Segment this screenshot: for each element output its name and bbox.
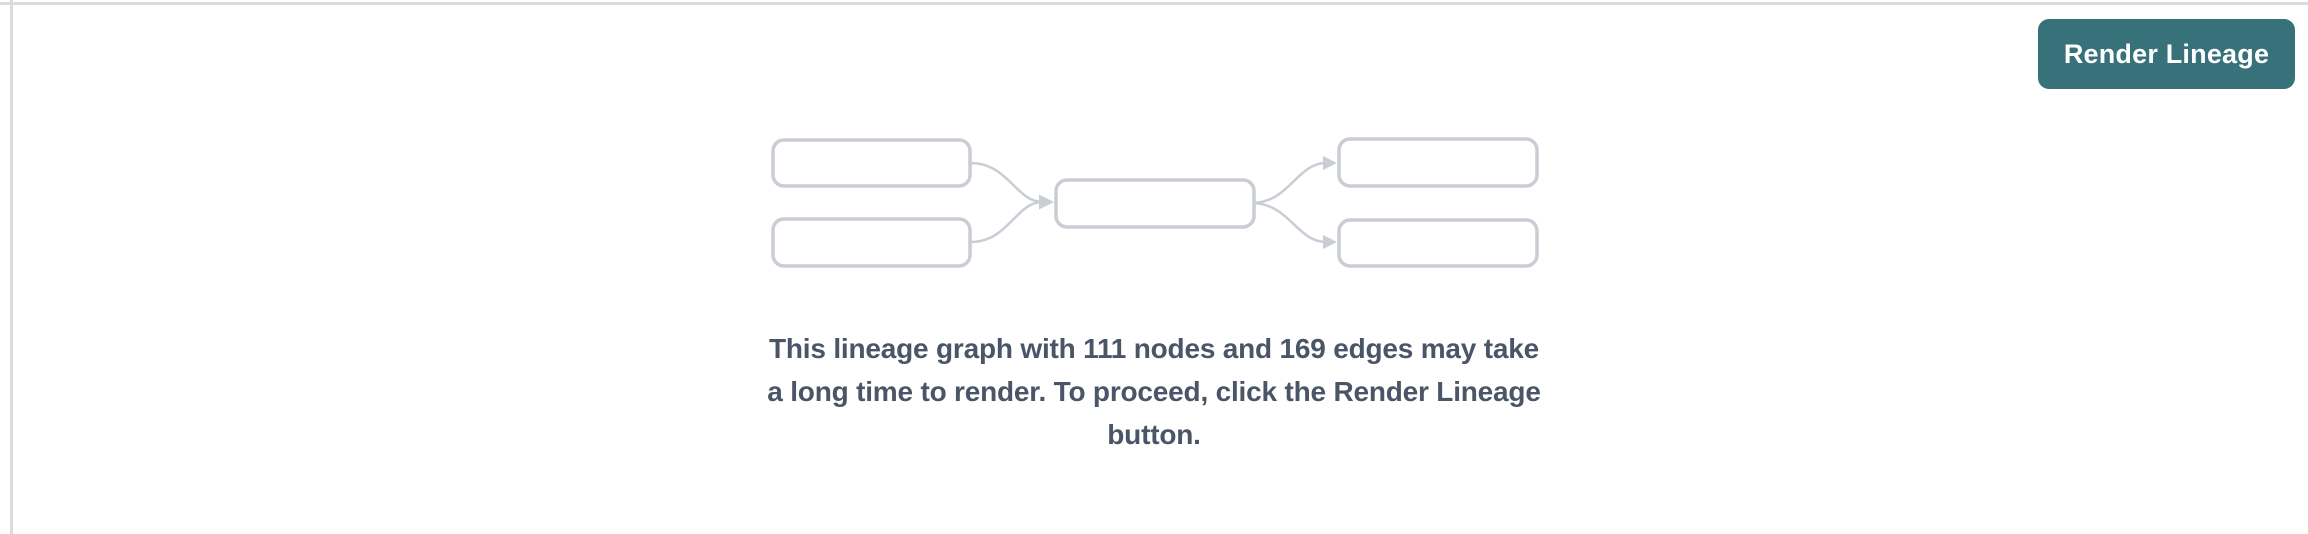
preview-arrowheads [1039, 156, 1337, 249]
render-warning-message: This lineage graph with 111 nodes and 16… [704, 327, 1604, 456]
arrowhead-right-top-icon [1323, 156, 1337, 170]
arrowhead-right-bottom-icon [1323, 235, 1337, 249]
preview-node-right-top [1337, 137, 1539, 188]
preview-node-left-bottom [771, 217, 972, 268]
preview-node-middle [1054, 178, 1256, 229]
preview-edge-right-bottom [1252, 201, 1326, 244]
preview-nodes [771, 137, 1539, 268]
render-warning-line-3: button. [1107, 419, 1201, 450]
lineage-preview-illustration [771, 137, 1539, 268]
preview-node-right-bottom [1337, 218, 1539, 268]
render-warning-line-2: a long time to render. To proceed, click… [767, 376, 1541, 407]
preview-edge-right-top [1252, 161, 1326, 205]
arrowhead-middle-icon [1039, 194, 1054, 210]
preview-edge-left-top [968, 161, 1043, 204]
preview-node-left-top [771, 138, 972, 188]
preview-edges [968, 161, 1326, 244]
render-lineage-button[interactable]: Render Lineage [2038, 19, 2295, 89]
panel-top-border [0, 2, 2308, 5]
panel-left-border [10, 0, 13, 534]
preview-edge-left-bottom [968, 200, 1043, 244]
render-warning-line-1: This lineage graph with 111 nodes and 16… [769, 333, 1539, 364]
